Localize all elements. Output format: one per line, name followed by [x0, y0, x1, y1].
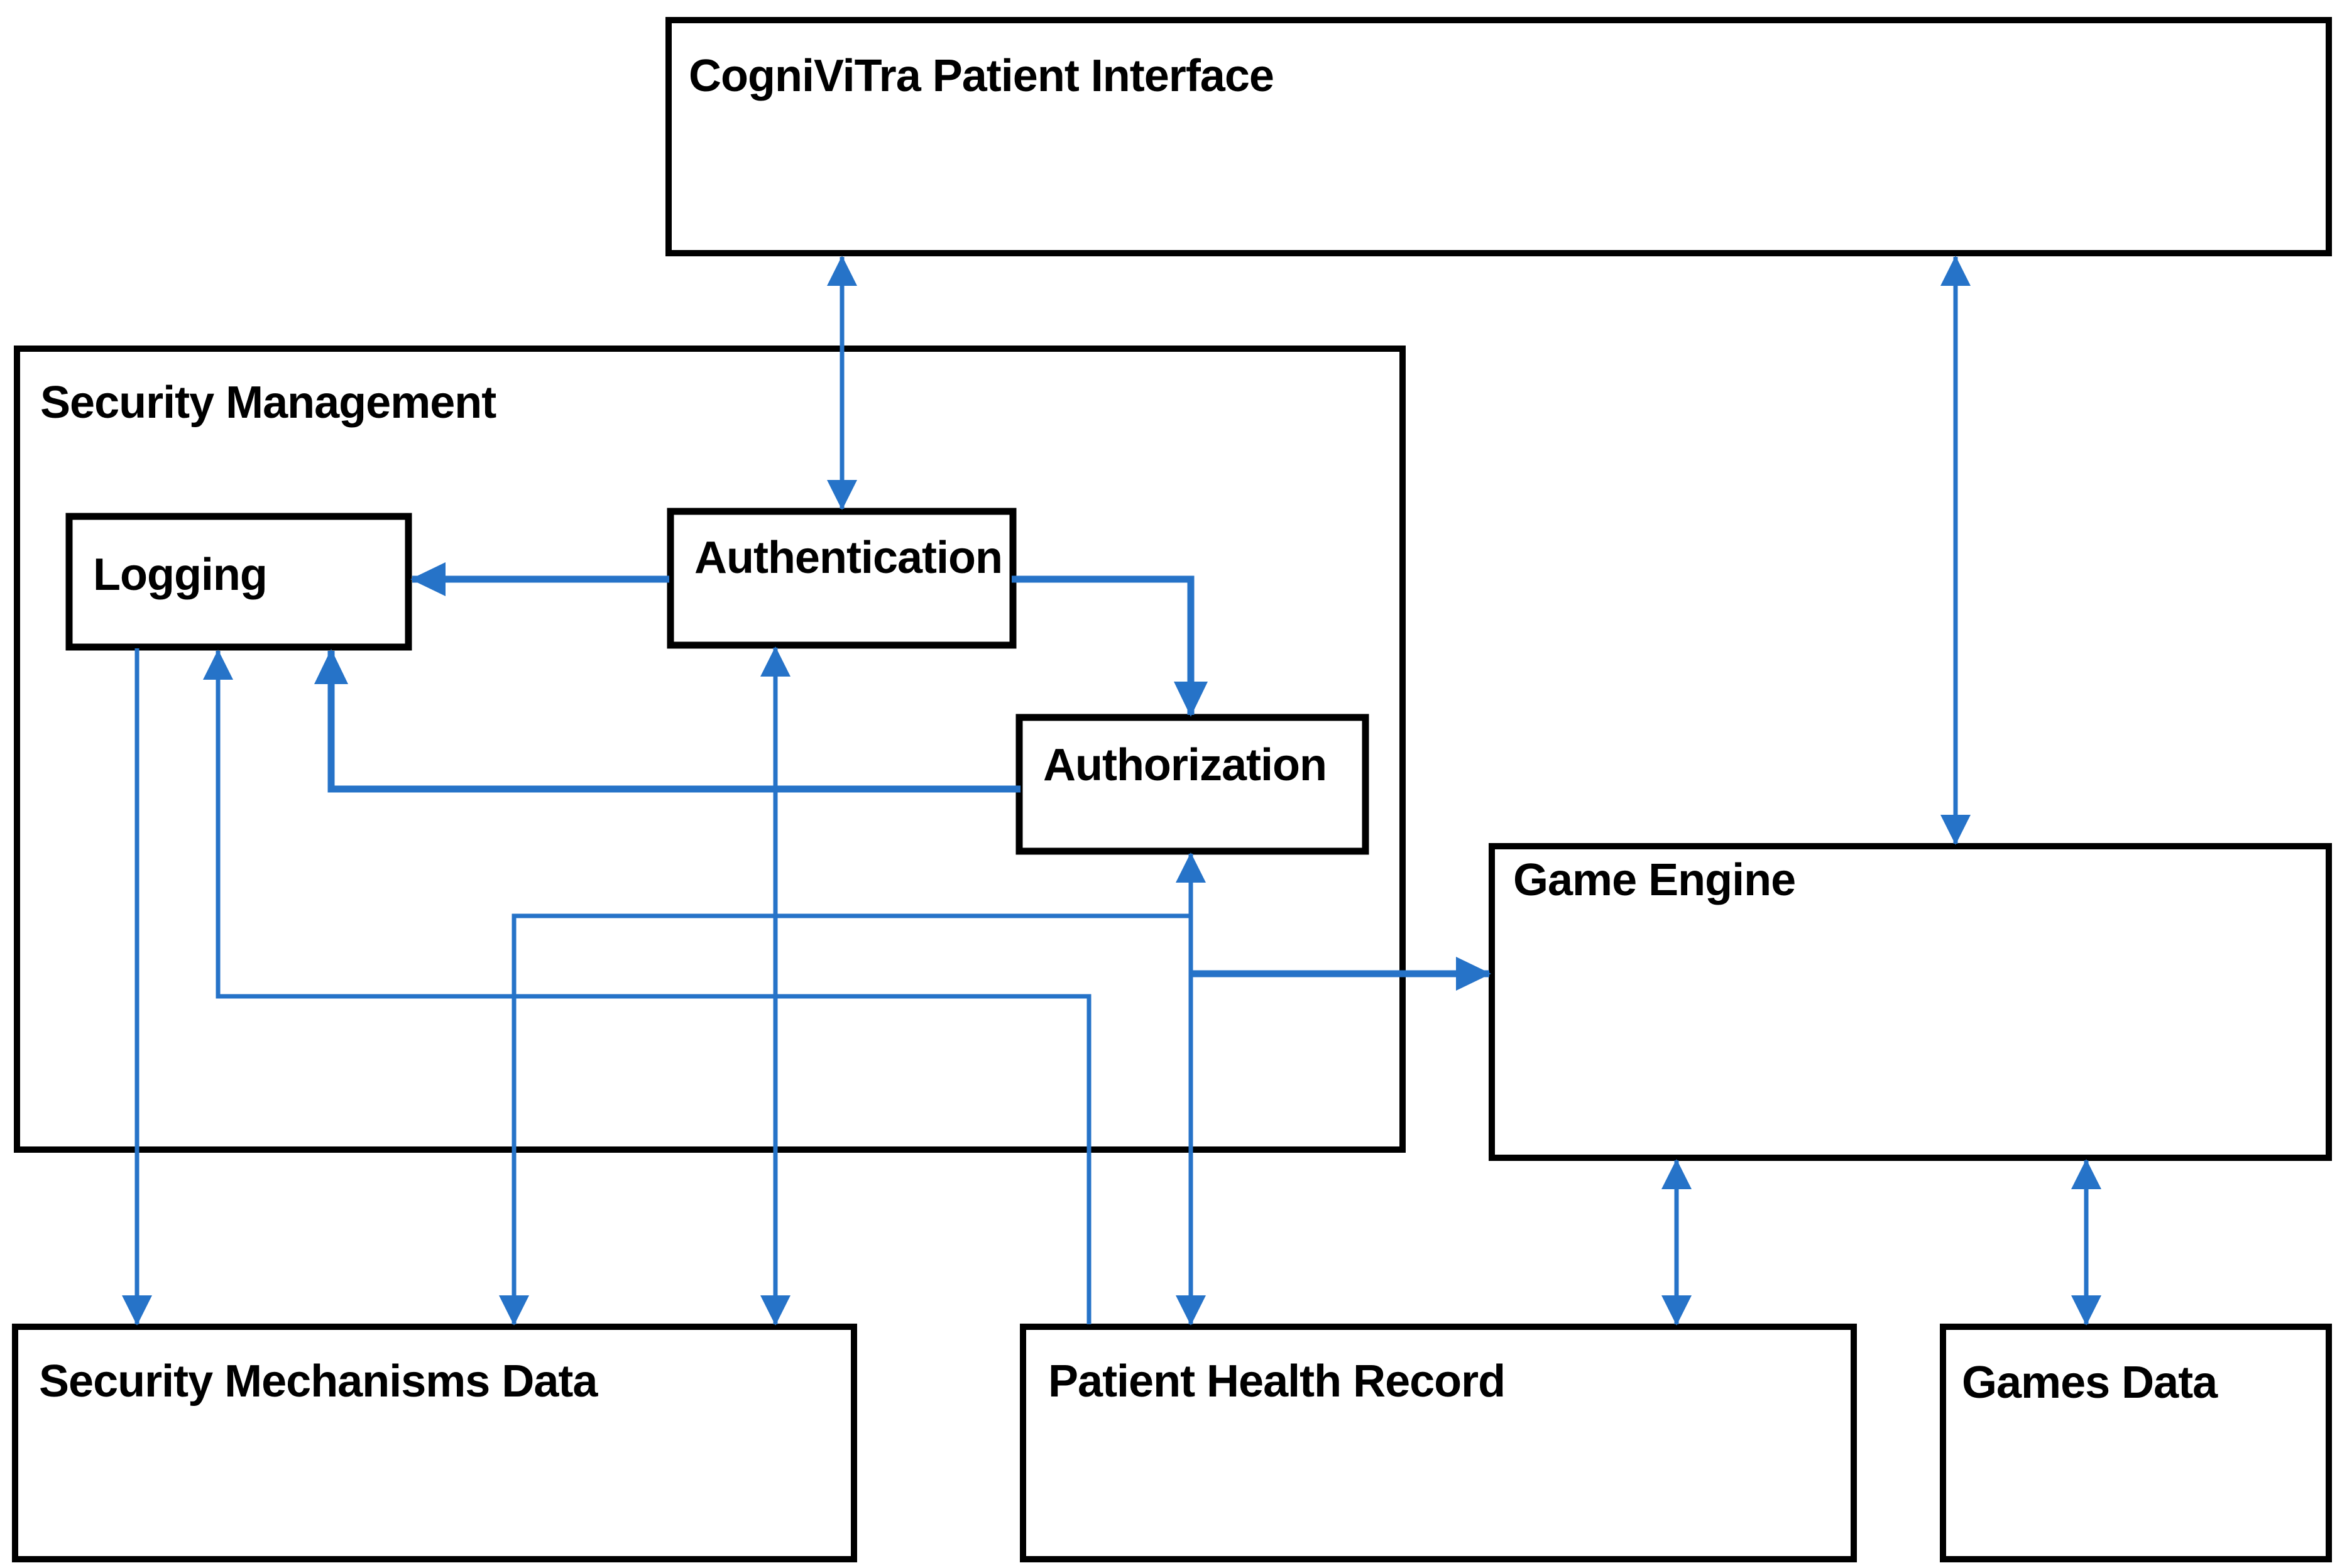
box-authorization — [1015, 714, 1369, 855]
connector-authorization-logging — [314, 649, 1021, 793]
label-security-mechanisms-data: Security Mechanisms Data — [39, 1356, 598, 1407]
box-patient-interface — [665, 17, 2332, 256]
label-games-data: Games Data — [1962, 1358, 2218, 1408]
connector-authorization-security-mechanisms-data — [499, 913, 1191, 1326]
label-authorization: Authorization — [1043, 740, 1327, 790]
box-patient-health-record — [1020, 1324, 1857, 1562]
box-security-mechanisms-data — [12, 1324, 857, 1562]
box-games-data — [1940, 1324, 2332, 1562]
connector-patient-health-record-logging — [203, 650, 1092, 1324]
connector-authentication-authorization — [1012, 575, 1208, 717]
label-logging: Logging — [93, 550, 268, 600]
box-logging — [65, 513, 412, 651]
diagram-connectors — [122, 256, 2101, 1326]
box-game-engine — [1489, 843, 2332, 1161]
label-authentication: Authentication — [694, 533, 1003, 583]
label-game-engine: Game Engine — [1513, 855, 1796, 905]
label-security-management: Security Management — [40, 378, 496, 428]
diagram-boxes — [12, 17, 2332, 1562]
label-patient-health-record: Patient Health Record — [1048, 1356, 1506, 1407]
label-patient-interface: CogniViTra Patient Interface — [689, 51, 1274, 101]
